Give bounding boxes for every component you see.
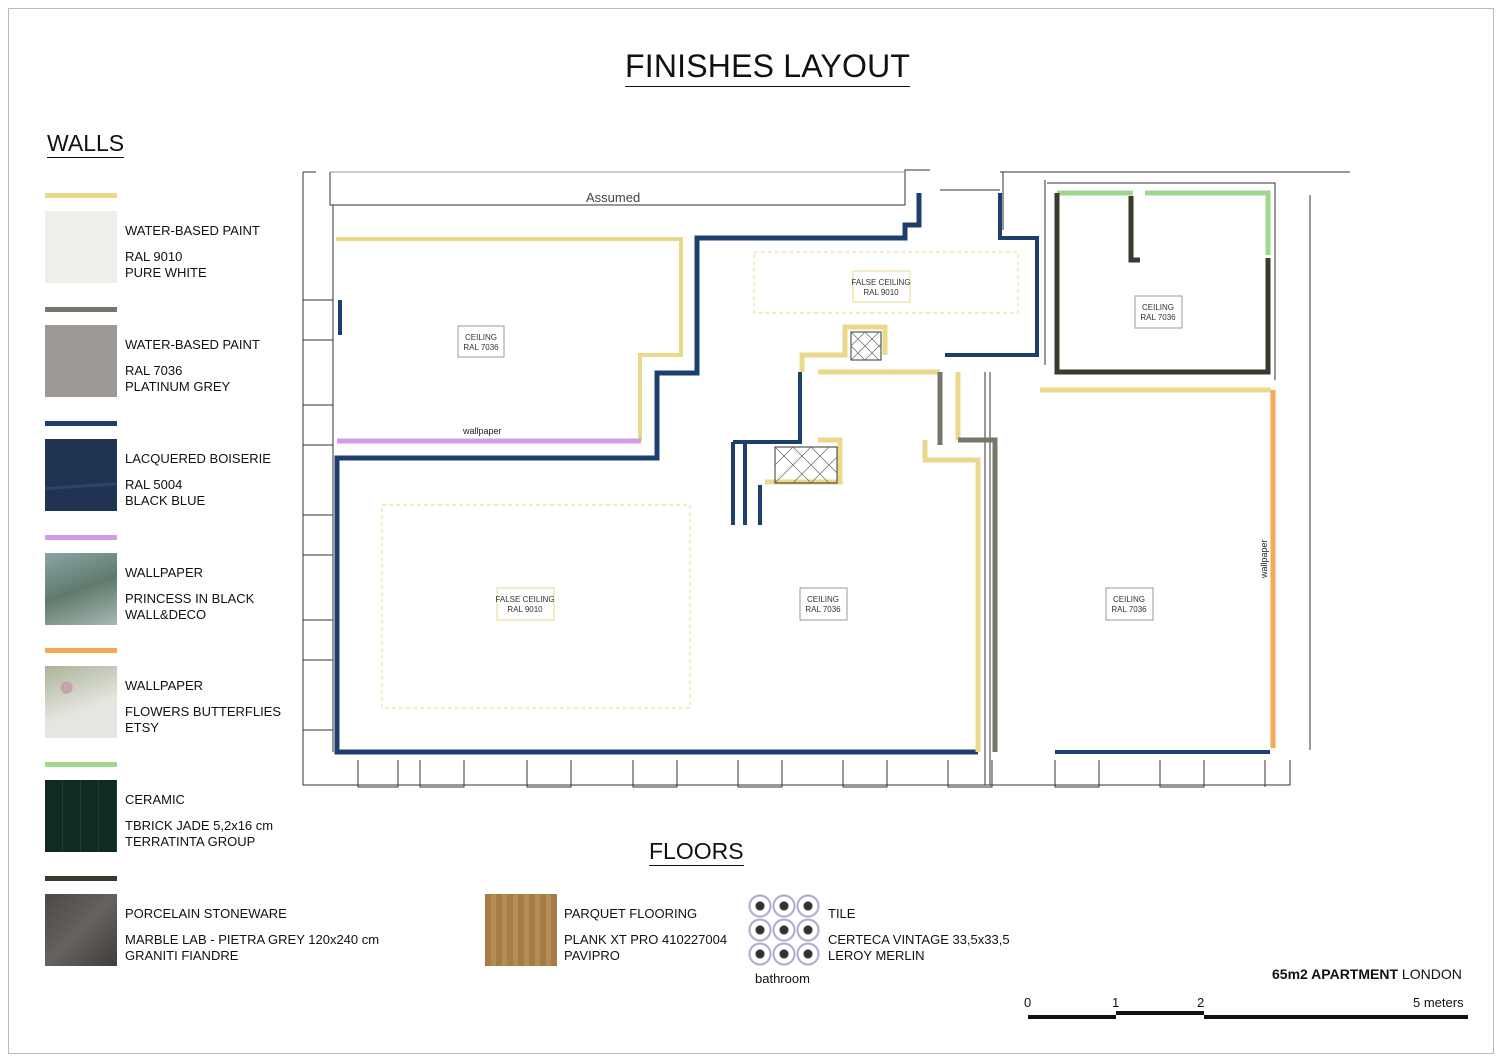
ceiling-label: CEILING xyxy=(465,333,497,342)
swatch-tile xyxy=(748,894,820,966)
ceiling-label: CEILING xyxy=(807,595,839,604)
ceiling-label: CEILING xyxy=(1113,595,1145,604)
swatch-pure-white xyxy=(45,211,117,283)
ceiling-label: CEILING xyxy=(1142,303,1174,312)
wall-paint-white xyxy=(955,372,1271,440)
boiserie xyxy=(945,193,1039,357)
swatch-princess-wallpaper xyxy=(45,553,117,625)
scale-tick-5: 5 meters xyxy=(1413,995,1464,1010)
legend-line-green xyxy=(45,762,117,767)
legend-line-grey xyxy=(45,307,117,312)
project-title: 65m2 APARTMENT LONDON xyxy=(1272,966,1462,982)
wallpaper-label: wallpaper xyxy=(1259,539,1269,579)
legend-line-dark xyxy=(45,876,117,881)
ceiling-label: FALSE CEILING xyxy=(851,278,910,287)
sheet-frame xyxy=(8,8,1494,1054)
ceiling-label: RAL 9010 xyxy=(863,288,899,297)
ceiling-label: RAL 7036 xyxy=(805,605,841,614)
building-walls xyxy=(302,169,1350,788)
page-title: FINISHES LAYOUT xyxy=(625,48,911,87)
ceiling-label: RAL 7036 xyxy=(463,343,499,352)
wallpaper-label: wallpaper xyxy=(462,426,502,436)
legend-line-orange xyxy=(45,648,117,653)
ceiling-label: RAL 7036 xyxy=(1140,313,1176,322)
scale-tick-1: 1 xyxy=(1112,995,1120,1010)
swatch-platinum-grey xyxy=(45,325,117,397)
wall-paint-white xyxy=(765,324,981,752)
wall-finishes xyxy=(334,190,1276,755)
scale-tick-0: 0 xyxy=(1024,995,1032,1010)
false-ceiling-outlines xyxy=(381,251,1019,709)
wall-paint-white xyxy=(336,237,683,441)
floors-heading: FLOORS xyxy=(649,838,744,866)
swatch-pietra-grey xyxy=(45,894,117,966)
ceiling-label: RAL 7036 xyxy=(1111,605,1147,614)
ceiling-label: FALSE CEILING xyxy=(495,595,554,604)
walls-heading: WALLS xyxy=(47,130,125,158)
hatched-shafts xyxy=(774,331,882,484)
swatch-black-blue xyxy=(45,439,117,511)
legend-line-yellow xyxy=(45,193,117,198)
boiserie xyxy=(731,372,802,525)
legend-line-blue xyxy=(45,421,117,426)
swatch-flowers-wallpaper xyxy=(45,666,117,738)
assumed-label: Assumed xyxy=(586,190,640,205)
ceramic-tile xyxy=(1057,190,1271,255)
boiserie xyxy=(334,193,978,755)
scale-tick-2: 2 xyxy=(1197,995,1205,1010)
porcelain-stoneware xyxy=(1054,193,1271,375)
swatch-tbrick-jade xyxy=(45,780,117,852)
scale-bar-seg xyxy=(1116,1011,1204,1015)
wall-paint-grey xyxy=(937,372,998,752)
floor-caption: bathroom xyxy=(755,971,810,986)
swatch-parquet xyxy=(485,894,557,966)
scale-bar-seg xyxy=(1204,1015,1468,1019)
scale-bar-seg xyxy=(1028,1015,1116,1019)
legend-line-purple xyxy=(45,535,117,540)
ceiling-label: RAL 9010 xyxy=(507,605,543,614)
